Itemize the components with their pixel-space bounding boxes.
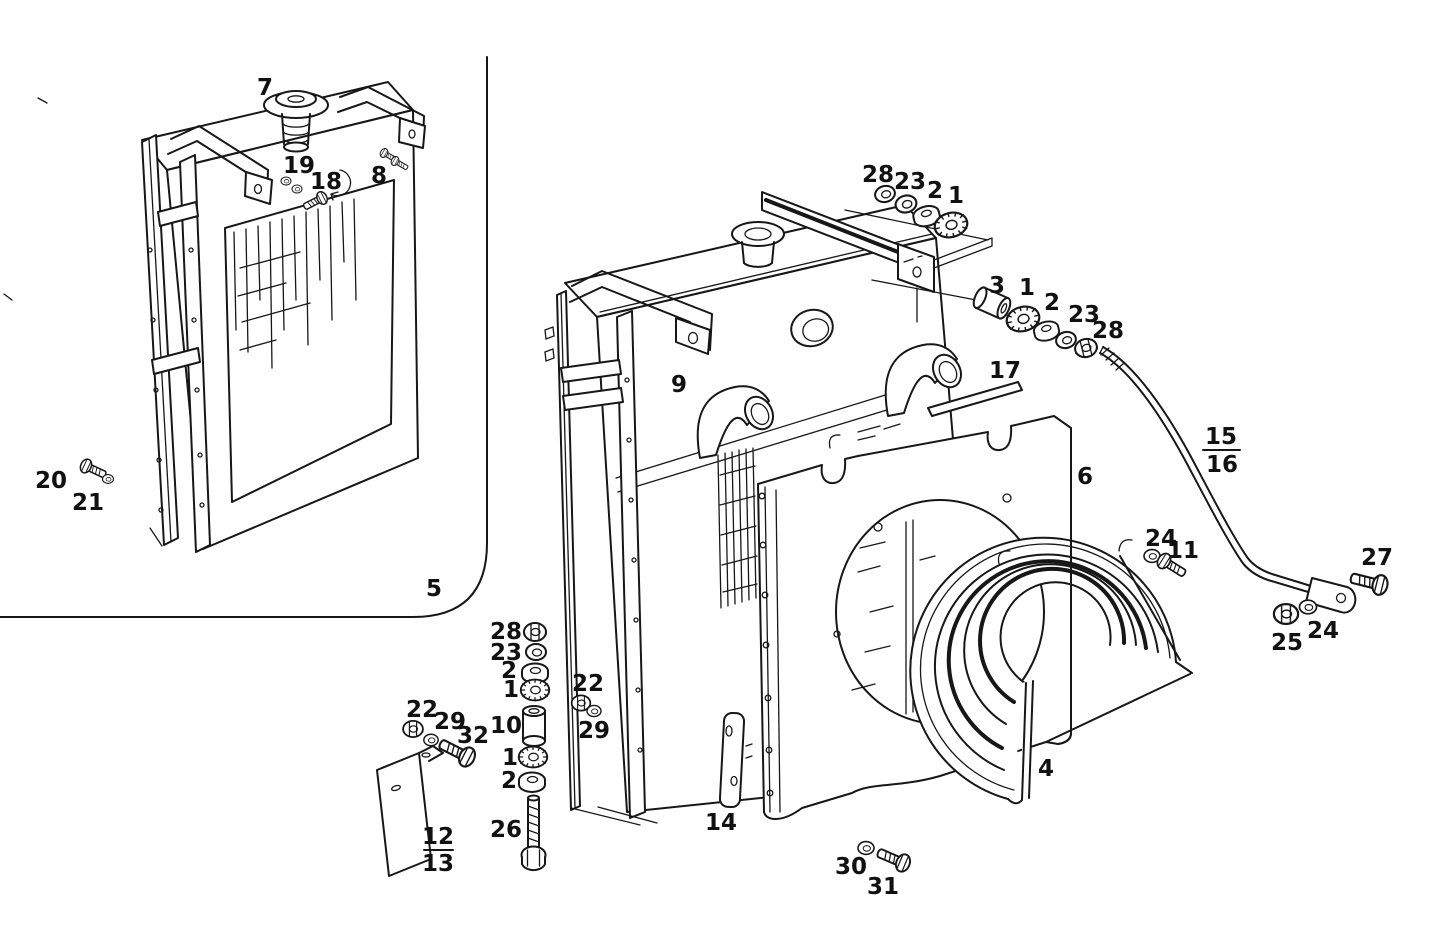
leader-line <box>871 279 977 301</box>
small-radiator <box>77 81 426 553</box>
rail-holes <box>624 377 643 753</box>
part-label-7: 7 <box>257 75 273 101</box>
filler-cap <box>263 90 329 153</box>
tie-rod-15-16 <box>1099 346 1357 614</box>
part-label-23: 23 <box>894 169 926 195</box>
clip-hook-icon <box>997 539 1133 565</box>
bolt-26 <box>520 794 547 872</box>
bushing-1 <box>517 745 549 769</box>
part-label-1: 1 <box>502 745 518 771</box>
main-radiator-strap <box>569 270 713 355</box>
part-label-30: 30 <box>835 854 867 880</box>
panel-right-edge <box>1057 429 1072 745</box>
part-label-24: 24 <box>1307 618 1339 644</box>
part-label-8: 8 <box>371 163 387 189</box>
clip-hook-icon <box>828 434 841 449</box>
part-label-20: 20 <box>35 468 67 494</box>
washer-23 <box>525 643 547 661</box>
washer-24 <box>1298 599 1318 615</box>
strap-14 <box>718 711 753 809</box>
part-label-2: 2 <box>927 178 943 204</box>
part-label-1: 1 <box>503 677 519 703</box>
part-label-23: 23 <box>1068 302 1100 328</box>
elbow-pipe-right <box>884 343 962 417</box>
part-label-10: 10 <box>490 713 522 739</box>
part-label-22: 22 <box>572 671 604 697</box>
part-label-1: 1 <box>1019 275 1035 301</box>
part-label-25: 25 <box>1271 630 1303 656</box>
panel-inner-dashes <box>851 541 936 691</box>
bolt-31 <box>873 843 914 875</box>
inset-panel-border <box>0 56 488 618</box>
baffle-strip-17 <box>927 381 1023 417</box>
washer-29 <box>586 704 602 718</box>
small-radiator-rung <box>151 347 201 375</box>
washer-19 <box>291 184 303 194</box>
part-label-5: 5 <box>426 576 442 602</box>
part-label-2: 2 <box>501 658 517 684</box>
small-radiator-core-hatch <box>233 198 357 369</box>
bushing-1 <box>519 678 551 702</box>
nut-25 <box>1272 602 1300 626</box>
small-radiator-strap-left <box>167 125 273 205</box>
part-label-29: 29 <box>578 718 610 744</box>
washer-2 <box>518 771 546 793</box>
part-label-23: 23 <box>490 640 522 666</box>
part-label-16: 16 <box>1206 452 1238 478</box>
spacer-tube-10 <box>522 705 546 747</box>
rail-rung <box>560 359 622 383</box>
part-label-28: 28 <box>862 162 894 188</box>
part-label-28: 28 <box>490 619 522 645</box>
top-support-bar <box>761 191 993 323</box>
part-label-31: 31 <box>867 874 899 900</box>
washer-21 <box>101 474 115 484</box>
main-core-hatch <box>717 447 758 609</box>
part-label-32: 32 <box>457 723 489 749</box>
washer-30 <box>857 840 875 856</box>
part-label-4: 4 <box>1038 756 1054 782</box>
port-opening <box>790 308 834 348</box>
part-label-27: 27 <box>1361 545 1393 571</box>
part-label-19: 19 <box>283 153 315 179</box>
nut-22 <box>402 720 424 738</box>
elbow-pipe-left <box>696 385 774 459</box>
part-label-17: 17 <box>989 358 1021 384</box>
part-label-24: 24 <box>1145 526 1177 552</box>
part-label-14: 14 <box>705 810 737 836</box>
part-label-28: 28 <box>1092 318 1124 344</box>
bracket-12-13 <box>376 720 480 877</box>
part-label-12: 12 <box>422 824 454 850</box>
rail-rung <box>562 387 624 411</box>
part-label-3: 3 <box>989 273 1005 299</box>
part-label-21: 21 <box>72 490 104 516</box>
mount-stack <box>517 622 602 872</box>
filler-neck <box>731 221 785 268</box>
part-label-18: 18 <box>310 169 342 195</box>
washer-29 <box>423 733 439 747</box>
part-label-6: 6 <box>1077 464 1093 490</box>
part-label-1: 1 <box>948 183 964 209</box>
small-radiator-strap-right <box>337 86 426 149</box>
small-radiator-rung <box>157 201 199 227</box>
part-label-2: 2 <box>1044 290 1060 316</box>
nut-28 <box>523 622 547 642</box>
part-label-26: 26 <box>490 817 522 843</box>
spacer-3 <box>972 286 1012 320</box>
panel-edge-holes <box>758 492 774 797</box>
bolt-27 <box>1347 567 1391 598</box>
part-label-13: 13 <box>422 851 454 877</box>
rod-flat-end <box>1305 577 1357 614</box>
part-label-2: 2 <box>501 768 517 794</box>
part-label-15: 15 <box>1205 424 1237 450</box>
fan-shroud <box>909 536 1193 805</box>
part-label-29: 29 <box>434 709 466 735</box>
part-label-22: 22 <box>406 697 438 723</box>
part-label-11: 11 <box>1167 538 1199 564</box>
part-label-9: 9 <box>671 372 687 398</box>
small-radiator-rail-holes <box>147 247 205 513</box>
hardware-row-rod <box>972 286 1100 361</box>
rotation-arrow-icon <box>330 169 352 201</box>
